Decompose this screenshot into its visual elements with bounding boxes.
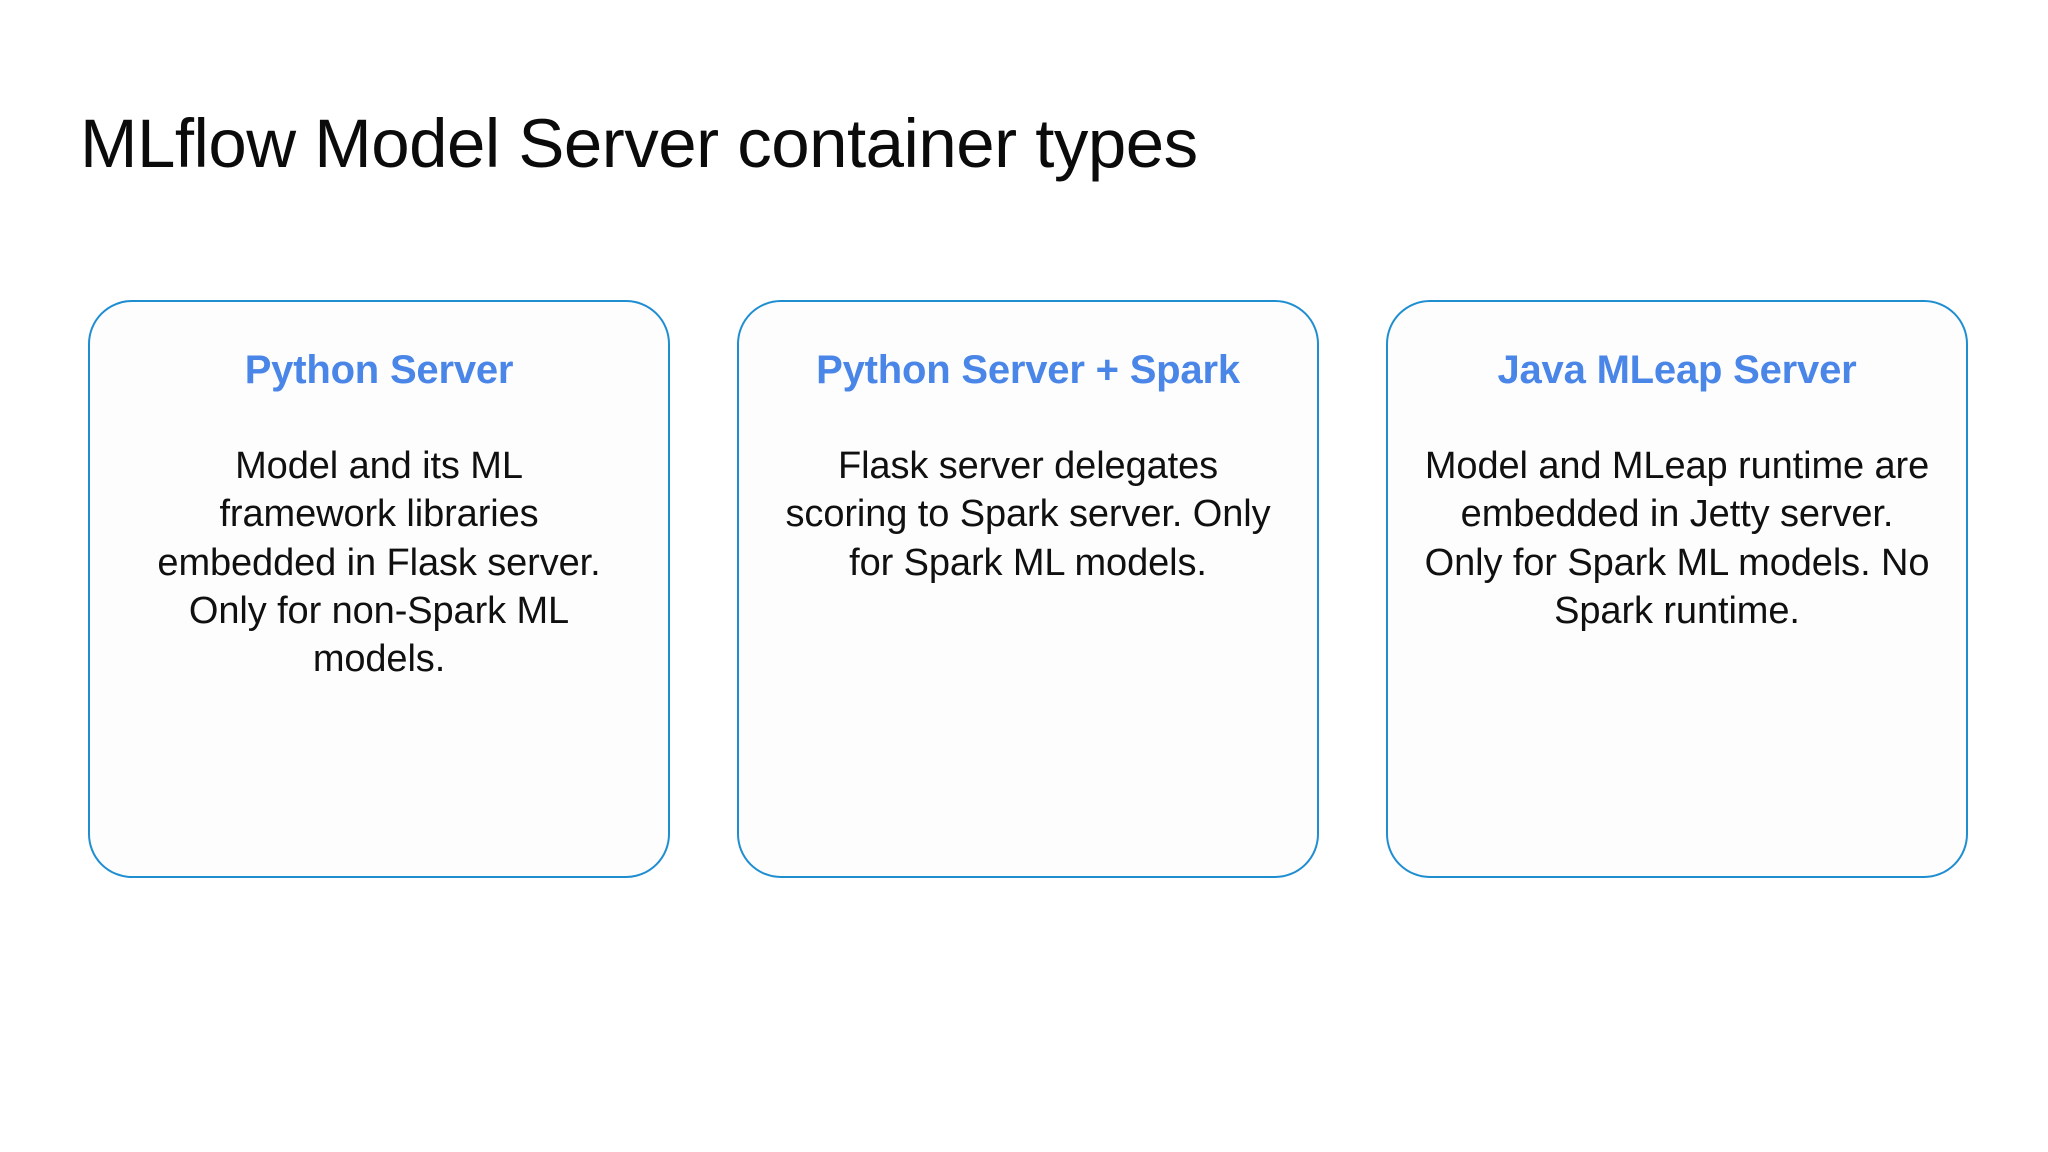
page-title: MLflow Model Server container types — [80, 105, 1198, 183]
container-type-card-python-server[interactable]: Python Server Model and its ML framework… — [88, 300, 670, 878]
card-description: Model and its ML framework libraries emb… — [157, 445, 601, 680]
container-type-card-java-mleap-server[interactable]: Java MLeap Server Model and MLeap runtim… — [1386, 300, 1968, 878]
card-heading: Java MLeap Server — [1497, 348, 1857, 392]
container-type-card-row: Python Server Model and its ML framework… — [88, 300, 1968, 878]
card-heading: Python Server — [244, 348, 514, 392]
card-description: Model and MLeap runtime are embedded in … — [1424, 445, 1930, 632]
container-type-card-python-server-spark[interactable]: Python Server + Spark Flask server deleg… — [737, 300, 1319, 878]
card-heading: Python Server + Spark — [816, 348, 1240, 392]
card-description: Flask server delegates scoring to Spark … — [785, 445, 1271, 584]
